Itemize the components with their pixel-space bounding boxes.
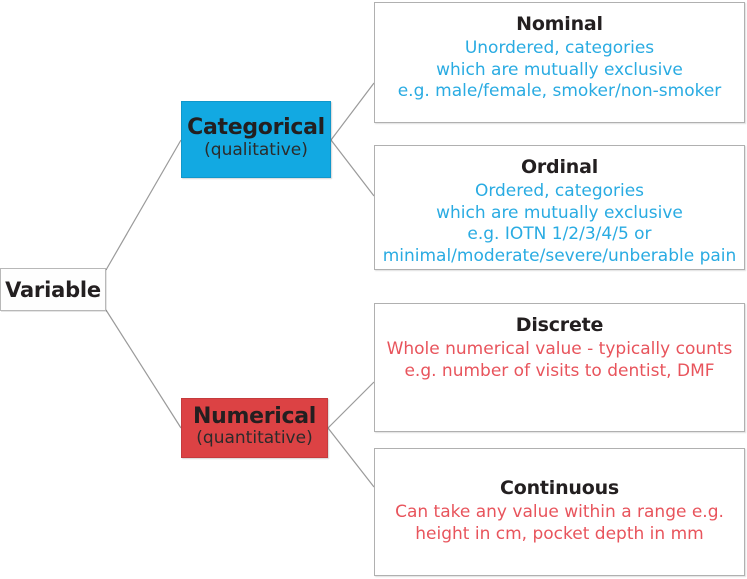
node-discrete-description: Whole numerical value - typically counts… [386, 338, 733, 381]
node-nominal-description: Unordered, categories which are mutually… [397, 37, 722, 102]
connector-numerical-to-discrete [327, 381, 375, 429]
node-categorical[interactable]: Categorical (qualitative) [181, 101, 331, 178]
connector-numerical-to-continuous [327, 427, 375, 488]
connector-categorical-to-ordinal [330, 139, 375, 197]
node-categorical-title: Categorical [187, 115, 325, 141]
node-numerical[interactable]: Numerical (quantitative) [181, 398, 328, 458]
node-ordinal[interactable]: Ordinal Ordered, categories which are mu… [374, 145, 745, 270]
node-continuous-title: Continuous [499, 477, 620, 499]
node-ordinal-title: Ordinal [520, 156, 599, 178]
node-numerical-subtitle: (quantitative) [196, 428, 313, 449]
node-variable[interactable]: Variable [0, 268, 106, 311]
node-nominal[interactable]: Nominal Unordered, categories which are … [374, 2, 745, 123]
connector-categorical-to-nominal [330, 82, 375, 141]
node-discrete[interactable]: Discrete Whole numerical value - typical… [374, 303, 745, 432]
node-discrete-title: Discrete [515, 314, 604, 336]
node-variable-label: Variable [5, 277, 101, 302]
connector-root-to-categorical [105, 139, 182, 271]
node-continuous[interactable]: Continuous Can take any value within a r… [374, 448, 745, 576]
node-ordinal-description: Ordered, categories which are mutually e… [382, 180, 737, 266]
node-categorical-subtitle: (qualitative) [204, 139, 308, 160]
node-continuous-description: Can take any value within a range e.g. h… [395, 501, 724, 544]
connector-root-to-numerical [105, 309, 182, 429]
node-numerical-title: Numerical [192, 403, 317, 429]
node-nominal-title: Nominal [516, 13, 603, 35]
